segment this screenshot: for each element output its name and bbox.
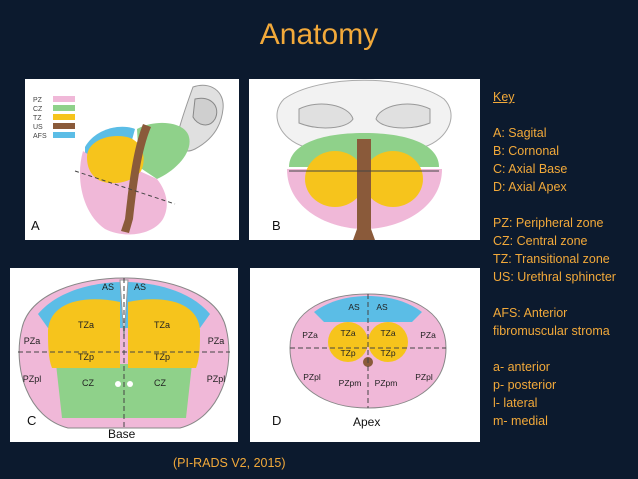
key-item: A: Sagital (493, 126, 547, 140)
zone-label: TZa (78, 320, 94, 330)
tz-right (128, 299, 200, 368)
zone-label: TZp (380, 348, 395, 358)
ejaculatory-duct-right (127, 381, 133, 387)
zone-label: TZa (380, 328, 395, 338)
key-item: fibromuscular stroma (493, 324, 610, 338)
legend-text-tz: TZ (33, 115, 42, 122)
key-item: m- medial (493, 414, 548, 428)
cz-region (137, 122, 190, 179)
panel-sagittal: PZ CZ TZ US AFS A (25, 79, 239, 240)
tz-left (305, 151, 365, 207)
zone-label: PZa (420, 330, 436, 340)
zone-label: CZ (154, 378, 166, 388)
legend-text: PZ CZ TZ US AFS (33, 97, 47, 140)
panel-label-c: C (27, 413, 37, 428)
zone-label: TZp (78, 352, 94, 362)
zone-label: AS (376, 302, 388, 312)
panel-caption-base: Base (108, 427, 136, 441)
legend-text-us: US (33, 124, 43, 131)
coronal-diagram (276, 79, 452, 240)
axial-base-diagram: AS AS TZa TZa TZp TZp PZa PZa PZpl PZpl … (18, 277, 230, 429)
panel-coronal: B (249, 79, 480, 240)
tz-right (363, 151, 423, 207)
key-item: p- posterior (493, 378, 557, 392)
tz-region (87, 135, 144, 184)
zone-label: TZa (340, 328, 355, 338)
citation: (PI-RADS V2, 2015) (173, 456, 286, 470)
legend-swatch-tz (53, 114, 75, 120)
urethra (121, 124, 151, 233)
key-item: US: Urethral sphincter (493, 270, 616, 284)
zone-label: PZpl (23, 374, 42, 384)
tz-right (368, 322, 408, 362)
legend-text-cz: CZ (33, 106, 43, 113)
panel-label-b: B (272, 218, 281, 233)
key-item: PZ: Peripheral zone (493, 216, 604, 230)
key-item: a- anterior (493, 360, 550, 374)
zone-division-line (74, 170, 176, 205)
tz-left (328, 322, 368, 362)
zone-label: TZa (154, 320, 170, 330)
panel-label-a: A (31, 218, 40, 233)
legend-swatch-pz (53, 96, 75, 102)
ejaculatory-duct-left (115, 381, 121, 387)
zone-label: PZpl (303, 372, 321, 382)
zone-label: AS (134, 282, 146, 292)
page-title: Anatomy (259, 18, 379, 51)
zone-label: PZa (302, 330, 318, 340)
zone-label: AS (102, 282, 114, 292)
legend-text-afs: AFS (33, 133, 47, 140)
key-item: D: Axial Apex (493, 180, 567, 194)
urethra (353, 139, 375, 240)
seminal-vesicle-right (375, 103, 431, 129)
panel-caption-apex: Apex (353, 415, 381, 429)
panel-label-d: D (272, 413, 282, 428)
zone-label: PZpl (207, 374, 226, 384)
key-item: l- lateral (493, 396, 538, 410)
key-item: CZ: Central zone (493, 234, 588, 248)
seminal-vesicles (192, 97, 218, 126)
key-legend: Key A: Sagital B: Cornonal C: Axial Base… (493, 88, 633, 430)
afs-region (314, 296, 422, 322)
key-item: TZ: Transitional zone (493, 252, 610, 266)
legend-swatch-afs (53, 132, 75, 138)
tz-left (48, 299, 120, 368)
zone-label: AS (348, 302, 360, 312)
key-item: AFS: Anterior (493, 306, 568, 320)
zone-label: PZpm (339, 378, 362, 388)
zone-label: CZ (82, 378, 94, 388)
panel-axial-base: AS AS TZa TZa TZp TZp PZa PZa PZpl PZpl … (10, 268, 238, 442)
seminal-vesicle-left (298, 103, 354, 129)
key-heading: Key (493, 90, 515, 104)
zone-label: PZa (24, 336, 41, 346)
legend-swatch-cz (53, 105, 75, 111)
zone-label: PZa (208, 336, 225, 346)
zone-label: PZpl (415, 372, 433, 382)
legend-swatch-us (53, 123, 75, 129)
zone-label: TZp (154, 352, 170, 362)
legend-text-pz: PZ (33, 97, 43, 104)
axial-apex-diagram: AS AS PZa PZa TZa TZa TZp TZp PZpl PZpl … (289, 293, 447, 409)
key-item: C: Axial Base (493, 162, 568, 176)
bladder-outline (276, 79, 452, 148)
sagittal-diagram: PZ CZ TZ US AFS (33, 84, 224, 235)
zone-label: TZp (340, 348, 355, 358)
panel-axial-apex: AS AS PZa PZa TZa TZa TZp TZp PZpl PZpl … (250, 268, 480, 442)
zone-label: PZpm (375, 378, 398, 388)
key-item: B: Cornonal (493, 144, 560, 158)
legend-swatches (53, 96, 75, 138)
